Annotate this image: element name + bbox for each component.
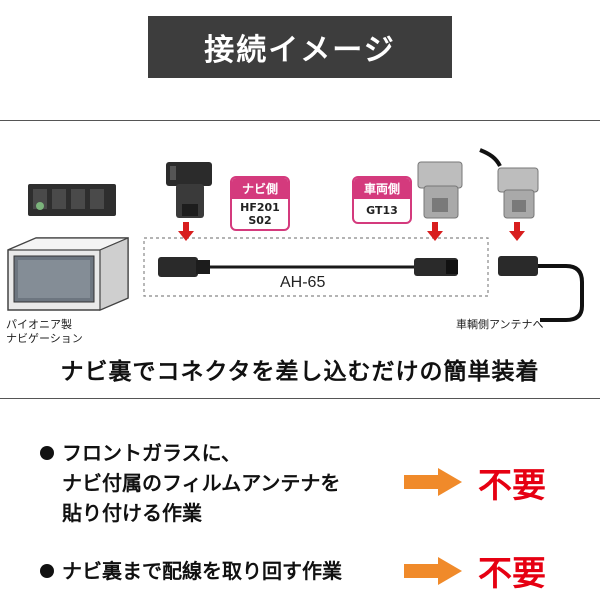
cable-label: AH-65 [280,274,326,291]
ah65-cable-icon [158,257,458,277]
vehicle-antenna-cable-icon [498,256,584,322]
navi-side-tag-line-2: S02 [248,214,272,227]
hf201-connector-icon [166,162,212,218]
navi-label-line-2: ナビゲーション [6,333,83,345]
insert-arrow-vehicle-icon [427,222,443,241]
diagram-graphics [7,148,584,322]
navi-side-tag-line-1: HF201 [240,201,280,214]
insert-arrow-antenna-icon [509,222,525,241]
page-title: 接続イメージ [148,16,452,78]
item-line: フロントガラスに、 [62,441,241,465]
item-line: 貼り付ける作業 [62,501,202,525]
bullet-icon [40,564,54,578]
navi-label: パイオニア製 ナビゲーション [6,318,83,346]
vehicle-side-tag-line-1: GT13 [366,204,398,217]
bottom-divider [0,398,600,399]
item-line: ナビ付属のフィルムアンテナを [62,471,341,495]
navi-side-tag-head: ナビ側 [232,178,288,199]
top-divider [0,120,600,121]
vehicle-side-tag: 車両側 GT13 [352,176,412,224]
vehicle-antenna-connector-icon [479,148,539,219]
navigation-unit-icon [7,237,129,311]
item-line: ナビ裏まで配線を取り回す作業 [62,559,342,583]
navi-label-line-1: パイオニア製 [6,319,72,331]
gt13-connector-icon [417,161,463,219]
arrow-right-icon [404,468,462,496]
navi-rear-connector-icon [28,184,116,216]
result-badge: 不要 [478,466,546,506]
insert-arrow-navi-icon [178,222,194,241]
connection-diagram: パイオニア製 ナビゲーション ナビ側 HF201 S02 車両側 GT13 AH… [0,110,600,345]
result-badge: 不要 [478,554,546,594]
vehicle-side-tag-head: 車両側 [354,178,410,199]
arrow-right-icon [404,557,462,585]
navi-side-tag: ナビ側 HF201 S02 [230,176,290,231]
headline: ナビ裏でコネクタを差し込むだけの簡単装着 [60,359,540,385]
antenna-label: 車輌側アンテナへ [456,319,544,331]
bullet-icon [40,446,54,460]
